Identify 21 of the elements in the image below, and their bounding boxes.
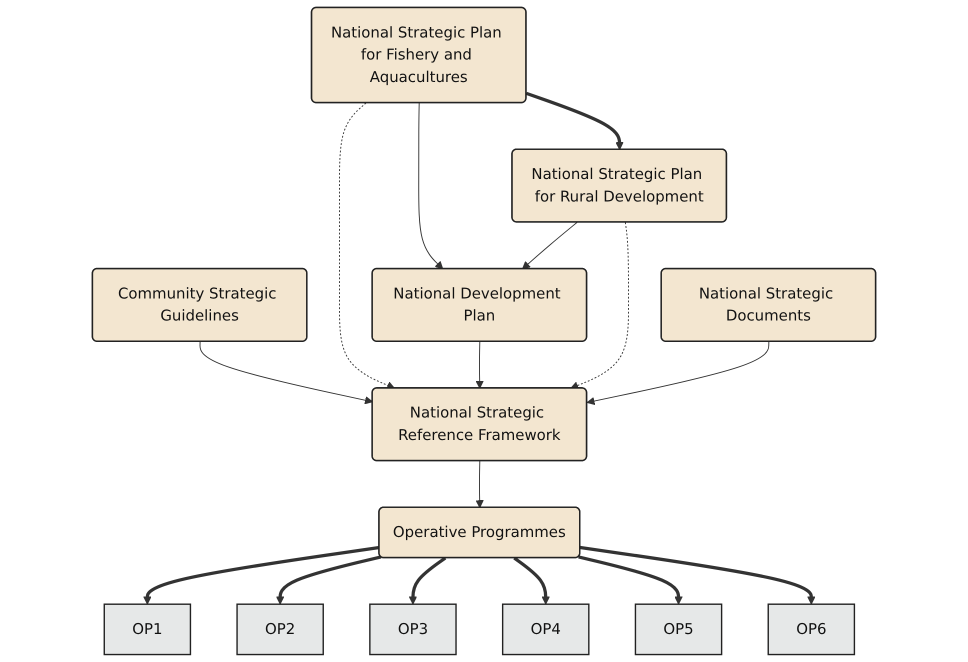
node-box: OP2 — [236, 604, 324, 656]
arrow — [418, 102, 444, 270]
node-box: OP5 — [634, 604, 722, 656]
arrow — [276, 555, 382, 605]
node-box: OP1 — [104, 604, 192, 656]
arrow — [476, 460, 484, 508]
arrow — [339, 102, 395, 390]
arrow — [586, 341, 770, 406]
arrow — [200, 341, 373, 404]
node-box: OP4 — [502, 604, 590, 656]
arrow — [476, 341, 484, 389]
node-box: OP3 — [369, 604, 457, 656]
arrow — [408, 556, 446, 605]
arrow — [578, 555, 683, 605]
arrow — [570, 222, 629, 390]
arrow — [143, 546, 380, 605]
node-box: OP6 — [768, 604, 856, 656]
arrow — [526, 92, 624, 150]
arrow — [522, 222, 578, 270]
arrow — [580, 546, 816, 605]
arrow — [513, 556, 550, 605]
